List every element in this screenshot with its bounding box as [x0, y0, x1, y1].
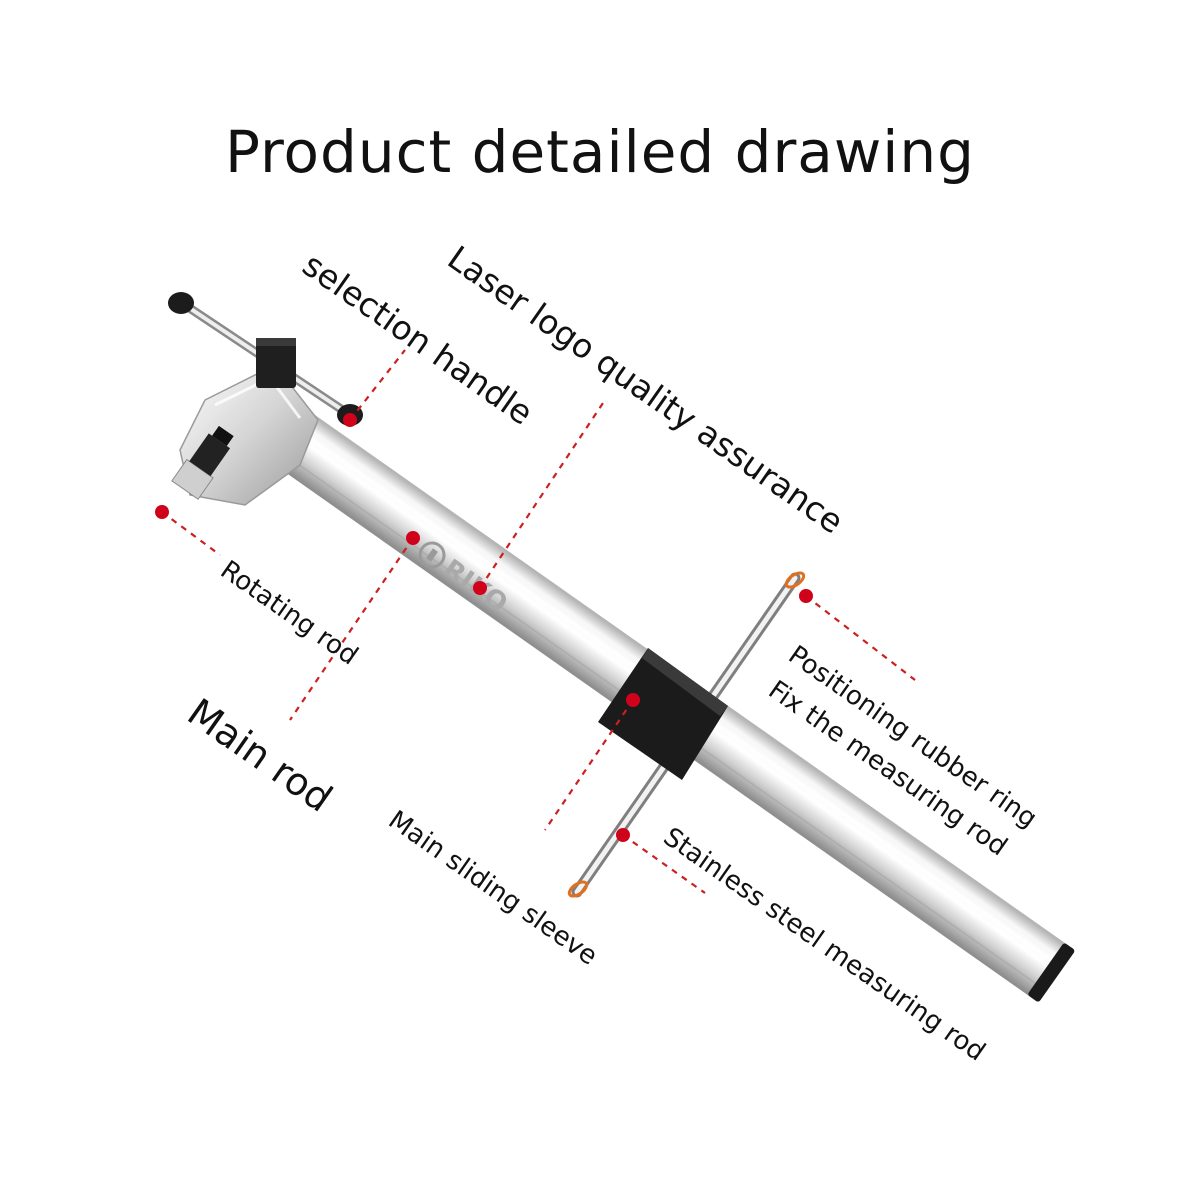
marker-dot-sleeve — [626, 693, 640, 707]
positioning-rubber-ring — [567, 571, 806, 898]
marker-dot-rubber-ring — [799, 589, 813, 603]
rotating-rod — [171, 425, 234, 500]
marker-dot-rotating-rod — [155, 505, 169, 519]
marker-dot-selection-handle — [343, 413, 357, 427]
marker-dot-measuring-rod — [616, 828, 630, 842]
main-sliding-sleeve — [598, 648, 728, 780]
page-title: Product detailed drawing — [225, 118, 975, 186]
marker-dot-main-rod — [406, 531, 420, 545]
marker-dot-laser-logo — [473, 581, 487, 595]
marker-dots — [155, 413, 813, 842]
leader-lines — [161, 349, 916, 894]
